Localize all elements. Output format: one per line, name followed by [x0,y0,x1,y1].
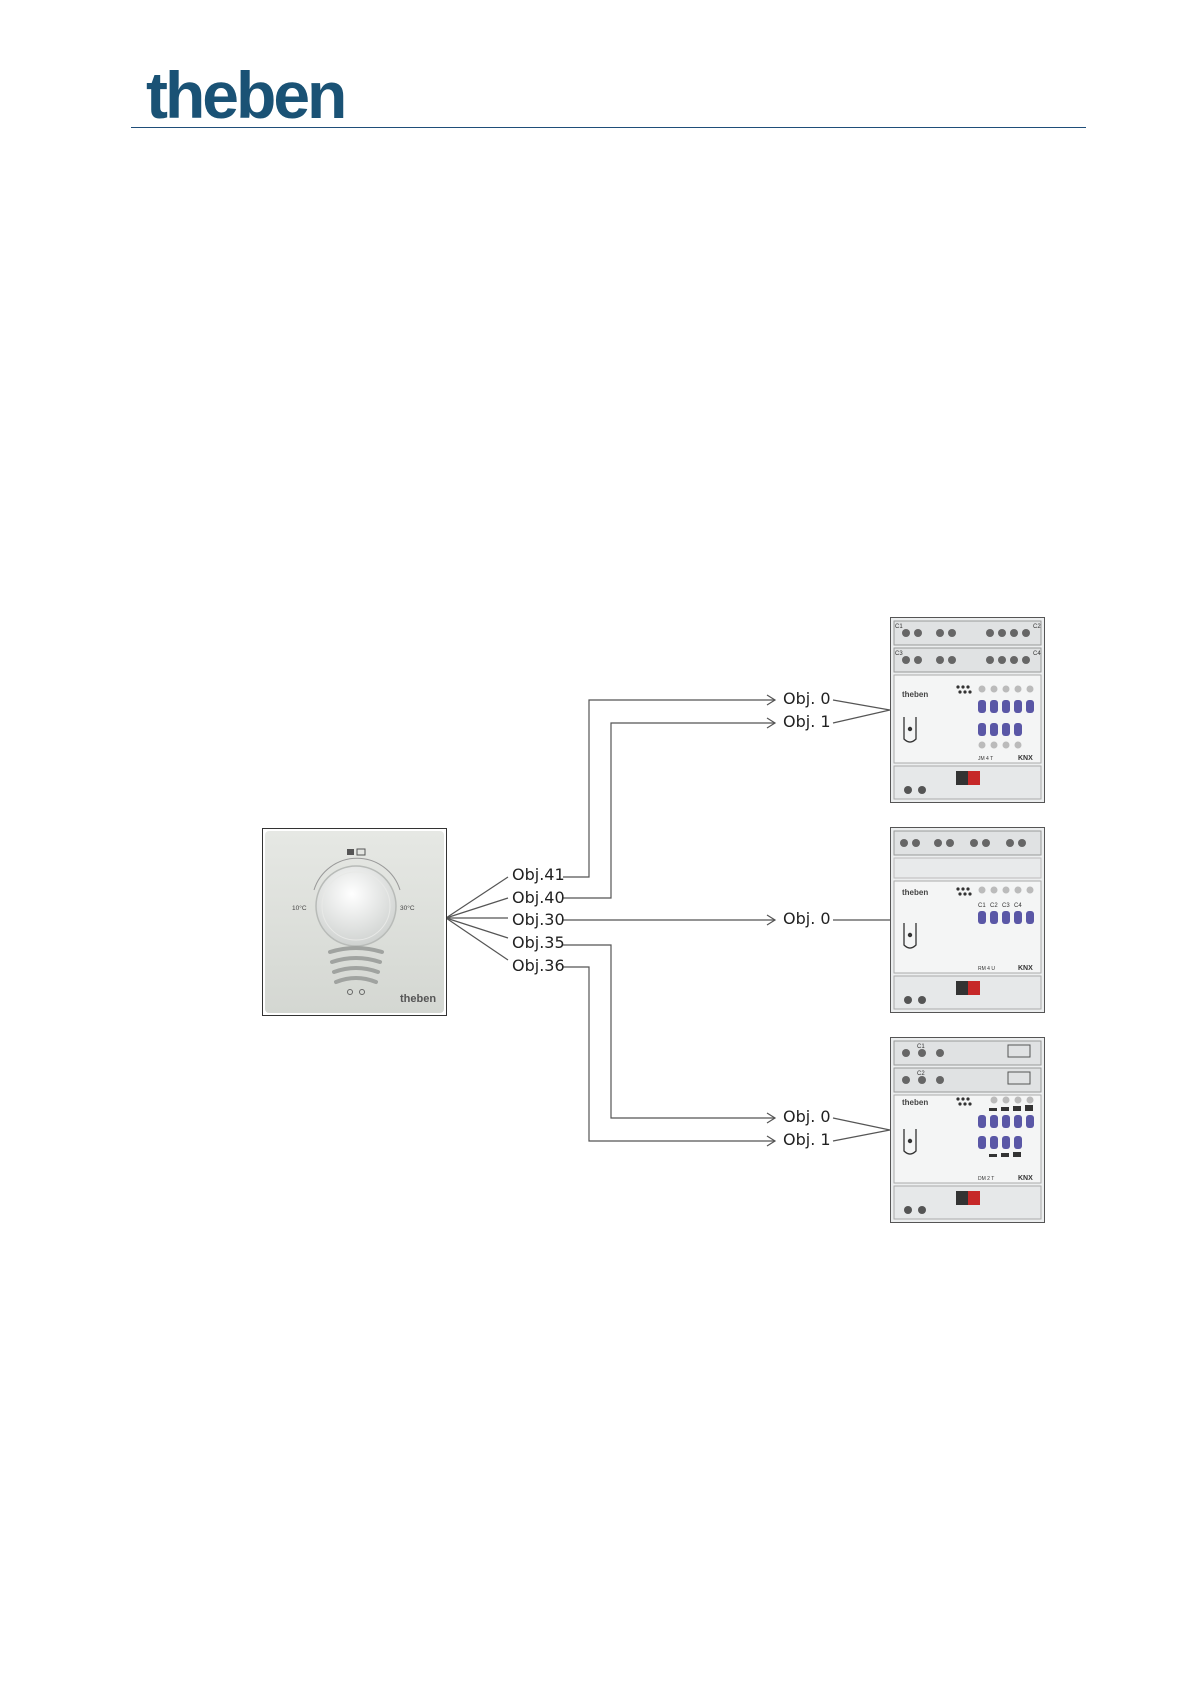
channel-label: C2 [917,1071,925,1077]
wire-obj41 [446,877,508,918]
temperature-knob[interactable] [316,866,396,946]
min-temp-label: 10°C [292,904,307,912]
obj-label-41: Obj.41 [512,867,565,883]
obj-label-36: Obj.36 [512,958,565,974]
obj-label-40: Obj.40 [512,890,565,906]
dm-input-obj0: Obj. 0 [783,1109,831,1125]
max-temp-label: 30°C [400,904,415,912]
channel-label: C3 [895,651,903,657]
wire-obj35-to-dm-obj0 [563,945,775,1118]
room-thermostat: 10°C 30°C theben [262,828,447,1016]
channel-label: C4 [1033,651,1041,657]
channel-label: C1 [895,624,903,630]
channel-label: C1 [978,903,986,909]
knx-label: KNX [1018,1175,1033,1182]
model-label: JM 4 T [978,756,993,762]
wire-obj41-to-jm-obj0 [563,700,775,877]
wire-obj40-to-jm-obj1 [563,723,775,898]
actuator-brand: theben [902,690,928,699]
channel-label: C2 [1033,624,1041,630]
actuator-rm4u: theben C1 C2 C3 C4 RM 4 U KNX [890,827,1045,1013]
actuator-jm4t: C1 C2 C3 C4 theben JM 4 T KNX [890,617,1045,803]
wire-obj36 [446,918,508,960]
channel-label: C4 [1014,903,1022,909]
wire-obj40 [446,898,508,918]
model-label: RM 4 U [978,966,995,972]
knx-label: KNX [1018,755,1033,762]
jm-input-obj0: Obj. 0 [783,691,831,707]
obj-label-30: Obj.30 [512,912,565,928]
actuator-brand: theben [902,1098,928,1107]
dm-input-obj1: Obj. 1 [783,1132,831,1148]
jm-input-obj1: Obj. 1 [783,714,831,730]
obj-label-35: Obj.35 [512,935,565,951]
mode-icon [347,849,354,855]
model-label: DM 2 T [978,1176,994,1182]
wire-obj35 [446,918,508,938]
channel-label: C3 [1002,903,1010,909]
rm-input-obj0: Obj. 0 [783,911,831,927]
thermostat-brand: theben [400,993,436,1005]
actuator-brand: theben [902,888,928,897]
actuator-dm2t: C1 C2 theben DM 2 T KNX [890,1037,1045,1223]
channel-label: C2 [990,903,998,909]
wire-obj36-to-dm-obj1 [563,967,775,1141]
channel-label: C1 [917,1044,925,1050]
knx-label: KNX [1018,965,1033,972]
